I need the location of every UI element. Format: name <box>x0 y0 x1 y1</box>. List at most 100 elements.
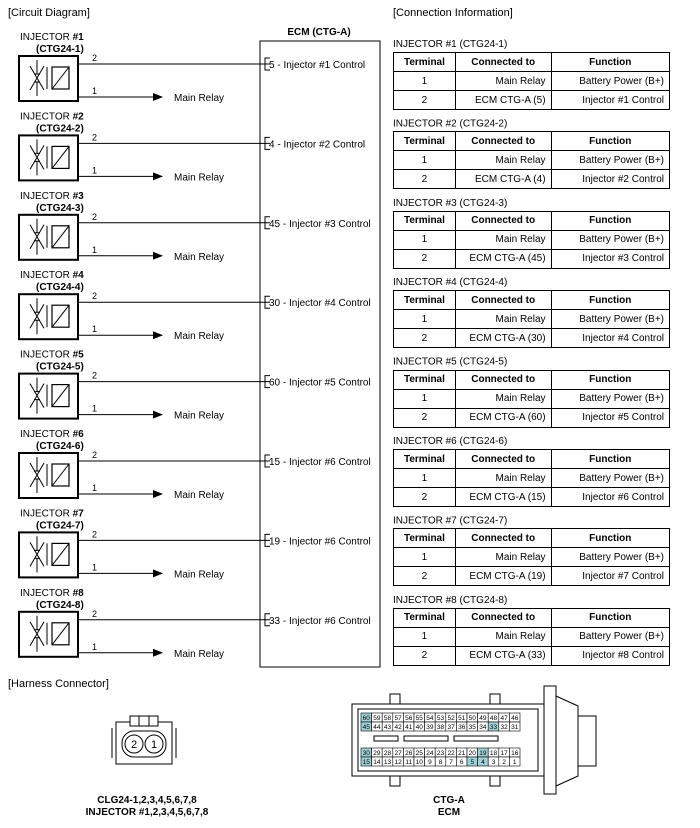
table-title: INJECTOR #3 (CTG24-3) <box>393 198 507 209</box>
ecm-pin-label: 48 <box>490 715 498 722</box>
ecm-terminal-label: 19 - Injector #6 Control <box>269 536 371 547</box>
pin-2-label: 2 <box>92 132 97 142</box>
coil-rect <box>51 66 70 90</box>
pin-1-label: 1 <box>92 483 97 493</box>
ecm-pin-label: 26 <box>405 750 413 757</box>
table-title: INJECTOR #4 (CTG24-4) <box>393 277 507 288</box>
ecm-pin-label: 53 <box>437 715 445 722</box>
ecm-pin-label: 12 <box>394 759 402 766</box>
table-header-cell: Connected to <box>454 528 552 549</box>
table-cell: 1 <box>393 309 456 330</box>
connector-lock-tab <box>129 715 159 727</box>
ecm-pin-label: 46 <box>511 715 519 722</box>
ecm-pin-label: 54 <box>426 715 434 722</box>
ecm-terminal-tick <box>264 533 270 547</box>
table-cell: 1 <box>393 547 456 568</box>
coil-cross <box>29 462 45 488</box>
ecm-pin-label: 27 <box>394 750 402 757</box>
ecm-terminal-label: 5 - Injector #1 Control <box>269 60 365 71</box>
coil-rect <box>51 622 70 646</box>
ecm-connector-inner <box>357 708 539 772</box>
table-title: INJECTOR #2 (CTG24-2) <box>393 118 507 129</box>
injector-body <box>18 610 79 658</box>
table-cell: 2 <box>393 90 456 110</box>
coil-arrow-marks <box>34 311 40 321</box>
table-header-cell: Connected to <box>454 449 552 469</box>
ecm-pin-label: 34 <box>479 724 487 731</box>
table-header-cell: Function <box>550 369 671 390</box>
injector-label: INJECTOR #7 <box>20 508 84 519</box>
table-cell: Battery Power (B+) <box>550 71 671 91</box>
table-cell: Injector #5 Control <box>550 407 671 428</box>
ecm-pin-label: 44 <box>373 724 381 731</box>
connection-info-title: [Connection Information] <box>393 7 513 19</box>
coil-arrow-marks <box>34 470 40 480</box>
injector-label: INJECTOR #4 <box>20 270 84 281</box>
connector-body <box>115 721 173 765</box>
table-cell: Battery Power (B+) <box>550 626 671 647</box>
ecm-pin-label: 4 <box>481 759 485 766</box>
table-cell: Battery Power (B+) <box>550 388 671 409</box>
ecm-pin-label: 60 <box>363 715 371 722</box>
ecm-pin-label: 31 <box>511 724 519 731</box>
table-cell: Injector #4 Control <box>550 328 671 349</box>
table-cell: ECM CTG-A (15) <box>454 487 552 507</box>
injector-label: INJECTOR #6 <box>20 429 84 440</box>
table-header-cell: Function <box>550 131 671 152</box>
injector-code: (CTG24-5) <box>36 362 84 373</box>
injector-body <box>18 452 79 499</box>
ecm-pin-label: 35 <box>469 724 477 731</box>
ecm-pin-label: 58 <box>384 715 392 722</box>
table-cell: 2 <box>393 248 456 269</box>
coil-cross <box>29 224 45 250</box>
table-header-cell: Terminal <box>393 52 456 72</box>
table-cell: ECM CTG-A (60) <box>454 407 552 428</box>
pin-1-label: 1 <box>92 562 97 572</box>
table-title: INJECTOR #1 (CTG24-1) <box>393 39 507 50</box>
ecm-pin-label: 50 <box>469 715 477 722</box>
table-header-cell: Terminal <box>393 290 456 311</box>
coil-arrow-marks <box>34 232 40 242</box>
ecm-pin-label: 30 <box>363 750 371 757</box>
injector-1-circuit: INJECTOR #1(CTG24-1)25 - Injector #1 Con… <box>18 32 507 104</box>
coil-diagonal <box>51 304 70 328</box>
coil-arrow-marks <box>34 629 40 639</box>
ecm-pin-label: 33 <box>490 724 498 731</box>
ecm-terminal-label: 60 - Injector #5 Control <box>269 378 371 389</box>
table-cell: Main Relay <box>454 229 552 250</box>
ecm-pin-label: 11 <box>405 759 412 766</box>
ecm-pin-label: 38 <box>437 724 445 731</box>
injector-code: (CTG24-6) <box>36 441 84 452</box>
injector-code: (CTG24-2) <box>36 123 84 134</box>
ecm-pin-label: 43 <box>384 724 392 731</box>
table-cell: Battery Power (B+) <box>550 229 671 250</box>
pin-1-label: 1 <box>92 86 97 96</box>
ecm-pin-label: 22 <box>447 750 455 757</box>
table-cell: ECM CTG-A (33) <box>454 645 552 666</box>
pin-2-label: 2 <box>92 371 97 381</box>
ecm-pin-label: 24 <box>426 750 434 757</box>
ecm-pin-label: 20 <box>469 750 477 757</box>
coil-diagonal <box>51 225 70 249</box>
coil-rect <box>51 304 70 328</box>
coil-rect <box>51 463 70 487</box>
main-relay-label: Main Relay <box>174 569 224 580</box>
pin-1-label: 1 <box>92 245 97 255</box>
injector-2-circuit: INJECTOR #2(CTG24-2)24 - Injector #2 Con… <box>18 111 507 183</box>
coil-arrow-marks <box>34 391 40 401</box>
table-cell: 1 <box>393 388 456 409</box>
injector-4-circuit: INJECTOR #4(CTG24-4)230 - Injector #4 Co… <box>18 270 507 342</box>
